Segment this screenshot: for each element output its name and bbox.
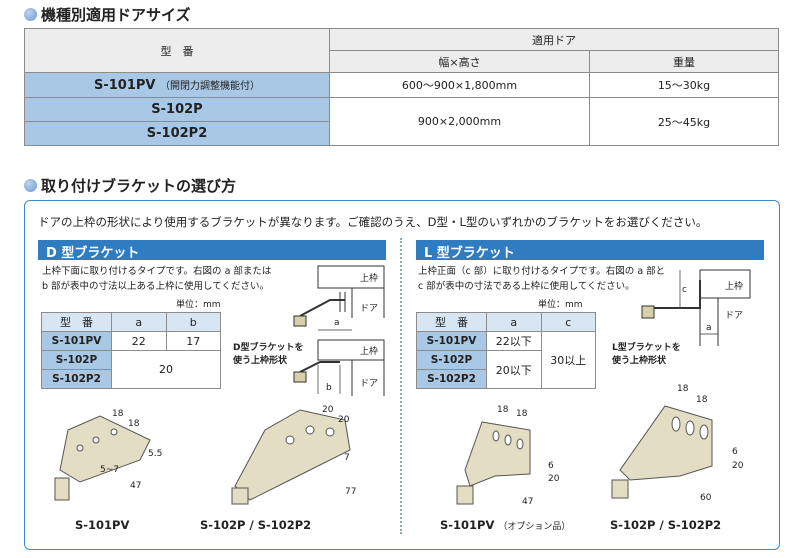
- section-title-door-size: 機種別適用ドアサイズ: [24, 4, 191, 25]
- model-cell: S-102P: [416, 350, 487, 370]
- value-cell: 20以下: [486, 350, 542, 389]
- dim-label: 7: [344, 453, 350, 463]
- header-c: c: [540, 312, 596, 332]
- model-cell: S-101PV （開閉力調整機能付）: [24, 72, 330, 98]
- dim-label: 18: [516, 409, 528, 419]
- dim-label: 20: [548, 474, 560, 484]
- header-weight: 重量: [589, 50, 779, 73]
- l-label-top-frame: 上枠: [725, 280, 743, 292]
- d-label-top-frame-2: 上枠: [360, 345, 378, 357]
- value-cell: 20: [111, 350, 221, 389]
- dim-label: 47: [130, 481, 141, 491]
- dim-label: 20: [338, 415, 350, 425]
- section-title-bracket: 取り付けブラケットの選び方: [24, 175, 236, 196]
- dim-label: 18: [497, 405, 509, 415]
- l-caption-s101pv: S-101PV （オプション品）: [440, 518, 571, 532]
- dim-label: 18: [677, 384, 689, 394]
- header-model: 型 番: [24, 28, 330, 73]
- header-door: 適用ドア: [329, 28, 779, 51]
- dim-label: 18: [112, 409, 124, 419]
- header-model: 型 番: [416, 312, 487, 332]
- dim-label: 20: [732, 461, 744, 471]
- model-cell: S-102P2: [24, 121, 330, 146]
- size-cell: 600～900×1,800mm: [329, 72, 590, 98]
- bullet-icon: [24, 179, 37, 192]
- d-label-top-frame: 上枠: [360, 272, 378, 284]
- d-label-b: b: [326, 383, 332, 393]
- divider: [400, 238, 402, 534]
- dim-label: 6: [548, 461, 554, 471]
- d-bracket-title: D 型ブラケット: [38, 240, 386, 261]
- model-cell: S-102P2: [416, 369, 487, 389]
- door-size-table: 型 番適用ドア 幅×高さ重量 S-101PV （開閉力調整機能付）600～900…: [24, 28, 779, 146]
- l-label-a: a: [706, 323, 712, 333]
- model-cell: S-102P2: [41, 369, 112, 389]
- size-cell: 900×2,000mm: [329, 97, 590, 146]
- dim-label: 47: [522, 497, 533, 507]
- d-frame-note: D型ブラケットを使う上枠形状: [233, 343, 304, 366]
- d-label-door-2: ドア: [360, 379, 378, 389]
- l-frame-note: L型ブラケットを使う上枠形状: [612, 343, 681, 366]
- header-b: b: [165, 312, 221, 332]
- l-bracket-title: L 型ブラケット: [416, 240, 764, 261]
- dim-label: 5~7: [100, 465, 119, 475]
- dim-label: 20: [322, 405, 334, 415]
- model-cell: S-102P: [41, 350, 112, 370]
- d-label-a: a: [334, 318, 340, 328]
- dim-label: 18: [696, 395, 708, 405]
- intro-text: ドアの上枠の形状により使用するブラケットが異なります。ご確認のうえ、D型・L型の…: [38, 215, 708, 229]
- dim-label: 5.5: [148, 449, 162, 459]
- l-label-c: c: [682, 285, 687, 295]
- bullet-icon: [24, 8, 37, 21]
- l-unit: 単位：mm: [538, 300, 583, 310]
- bracket-panel: [24, 200, 780, 550]
- l-caption-s102p: S-102P / S-102P2: [610, 518, 722, 532]
- model-cell: S-101PV: [416, 331, 487, 351]
- dim-label: 77: [345, 487, 356, 497]
- d-label-door: ドア: [360, 304, 378, 314]
- dim-label: 6: [732, 447, 738, 457]
- model-cell: S-102P: [24, 97, 330, 122]
- dim-label: 60: [700, 493, 712, 503]
- header-a: a: [111, 312, 167, 332]
- l-label-door: ドア: [725, 311, 743, 321]
- d-caption-s102p: S-102P / S-102P2: [200, 518, 312, 532]
- value-cell: 30以上: [540, 331, 596, 389]
- value-cell: 17: [165, 331, 221, 351]
- d-caption-s101pv: S-101PV: [75, 518, 130, 532]
- dim-label: 18: [128, 419, 140, 429]
- d-unit: 単位：mm: [176, 300, 221, 310]
- weight-cell: 25～45kg: [589, 97, 779, 146]
